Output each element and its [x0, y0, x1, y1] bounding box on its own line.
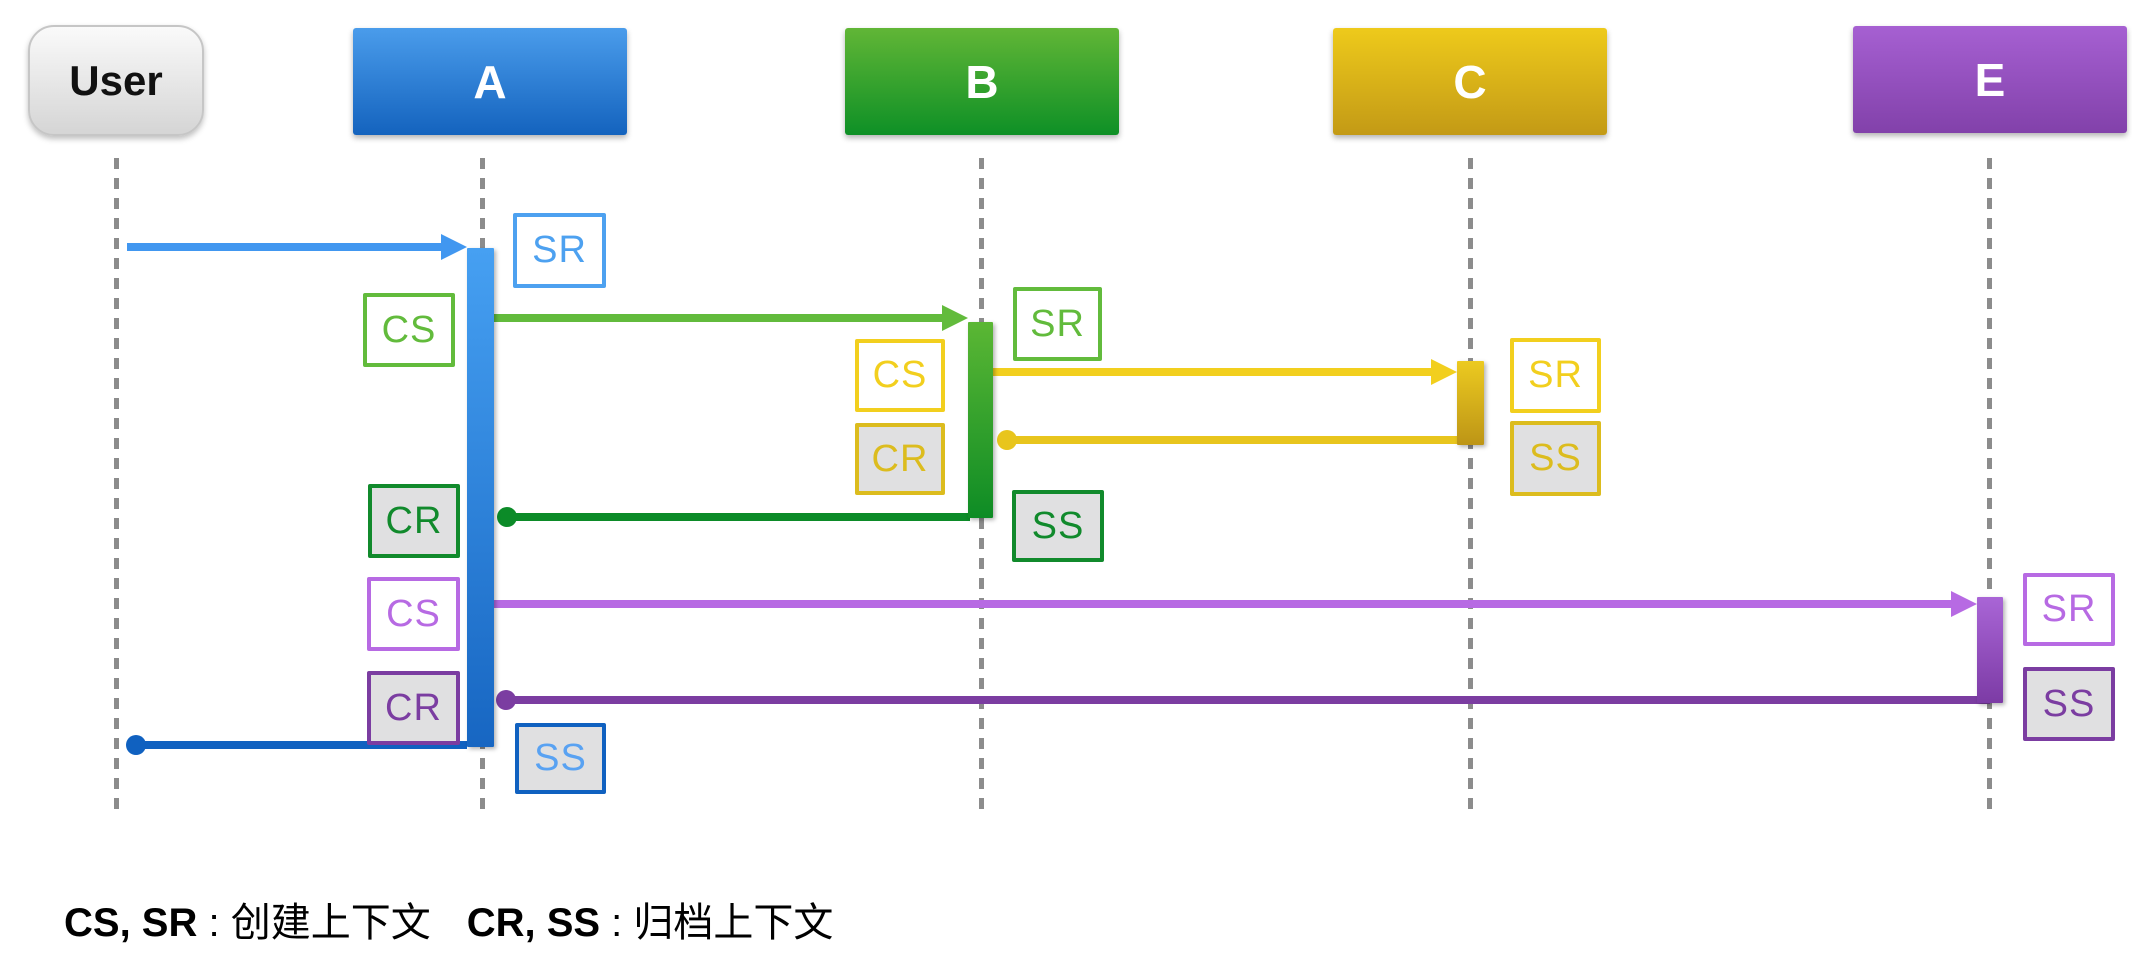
badge-label: SS [1529, 437, 1582, 479]
badge-sr-b: SR [1013, 287, 1102, 361]
lifeline-user [114, 158, 119, 810]
participant-c: C [1333, 28, 1607, 135]
participant-b-label: B [965, 55, 999, 108]
activation-a [467, 248, 494, 747]
badge-label: SR [532, 229, 587, 271]
badge-cr-a: CR [368, 484, 460, 558]
badge-label: SS [2042, 682, 2096, 725]
badge-label: CR [385, 499, 443, 542]
badge-label: SR [1030, 302, 1085, 345]
legend: CS, SR : 创建上下文 CR, SS : 归档上下文 [64, 890, 833, 948]
badge-sr-c: SR [1510, 338, 1601, 413]
participant-b: B [845, 28, 1119, 135]
legend-key-create: CS, SR [64, 901, 198, 945]
badge-label: SS [534, 737, 587, 779]
badge-sr-a: SR [513, 213, 606, 288]
legend-sep: : [197, 901, 231, 945]
message-a-to-e [494, 600, 1951, 608]
participant-a-label: A [473, 55, 507, 108]
activation-b [968, 322, 993, 518]
badge-label: SS [1031, 504, 1085, 547]
message-e-to-a-return [506, 696, 1990, 704]
badge-label: SR [1528, 354, 1583, 396]
badge-label: CR [385, 686, 442, 729]
badge-cs-a: CS [363, 293, 455, 367]
legend-value-archive: 归档上下文 [633, 901, 834, 945]
arrowhead-icon [1951, 591, 1977, 617]
legend-value-create: 创建上下文 [230, 901, 431, 945]
badge-label: CS [386, 592, 441, 635]
badge-cs-a-purple: CS [367, 577, 460, 651]
badge-label: SR [2041, 588, 2097, 630]
badge-ss-a: SS [515, 723, 606, 794]
activation-e [1977, 597, 2003, 703]
arrowhead-icon [942, 305, 968, 331]
badge-ss-c: SS [1510, 421, 1601, 496]
legend-key-archive: CR, SS [466, 901, 601, 945]
badge-label: CR [871, 437, 929, 480]
badge-ss-b: SS [1012, 490, 1104, 562]
lifeline-e [1987, 158, 1992, 810]
arrowhead-icon [1431, 359, 1457, 385]
participant-c-label: C [1453, 55, 1487, 108]
arrowhead-icon [441, 234, 467, 260]
badge-cr-b: CR [855, 423, 945, 495]
participant-a: A [353, 28, 627, 135]
badge-cs-b: CS [855, 339, 945, 412]
badge-ss-e: SS [2023, 667, 2115, 741]
message-a-to-user-return [136, 741, 467, 749]
participant-e: E [1853, 26, 2127, 133]
badge-cr-a-purple: CR [367, 671, 460, 745]
activation-c [1457, 361, 1484, 445]
message-a-to-b [494, 314, 942, 322]
badge-label: CS [872, 354, 928, 396]
badge-label: CS [381, 308, 437, 351]
legend-sep: : [600, 901, 634, 945]
participant-e-label: E [1974, 53, 2006, 106]
message-c-to-b-return [1007, 436, 1470, 444]
badge-sr-e: SR [2023, 573, 2115, 646]
message-b-to-a-return [507, 513, 970, 521]
message-user-to-a [127, 243, 441, 251]
lifeline-c [1468, 158, 1473, 810]
actor-user-label: User [69, 56, 163, 104]
actor-user: User [28, 25, 204, 136]
message-b-to-c [993, 368, 1431, 376]
